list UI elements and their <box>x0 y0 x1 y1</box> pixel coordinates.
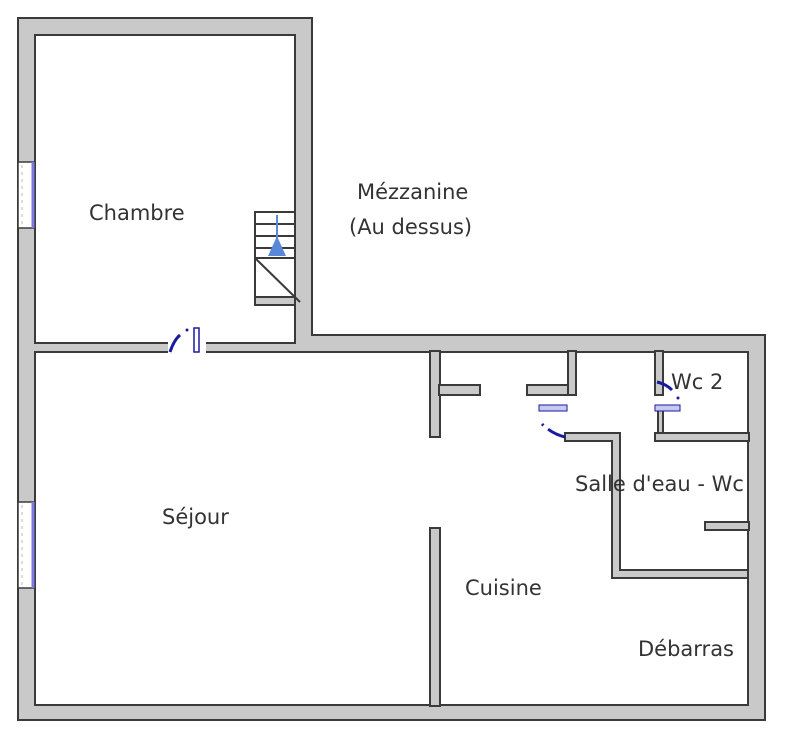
door-salle-deau <box>538 404 568 439</box>
wall-wc2-bottom <box>654 432 750 442</box>
wall-stub <box>438 384 481 396</box>
wall-sejour-cuisine-bottom <box>429 527 441 707</box>
label-debarras: Débarras <box>638 637 734 661</box>
window-sejour <box>17 501 36 589</box>
label-salle-deau: Salle d'eau - Wc <box>575 472 744 496</box>
wall-stub <box>526 384 570 396</box>
label-sejour: Séjour <box>162 505 229 529</box>
stairs-arrow-icon <box>268 236 286 256</box>
wall-bath-left-top <box>567 350 577 396</box>
door-chambre <box>168 327 206 353</box>
wall-wc2-left-lower <box>657 409 664 435</box>
label-wc2: Wc 2 <box>671 370 724 394</box>
label-cuisine: Cuisine <box>465 576 542 600</box>
label-mezzanine-note: (Au dessus) <box>349 215 473 239</box>
label-chambre: Chambre <box>89 201 185 225</box>
window-chambre <box>17 161 36 229</box>
wall-wc2-left <box>654 350 664 396</box>
label-mezzanine: Mézzanine <box>357 180 469 204</box>
wall-stub <box>704 521 750 531</box>
wall-salle-deau <box>564 432 749 579</box>
stairs <box>254 211 301 303</box>
room-sejour-cuisine <box>34 351 749 706</box>
stair-landing-wall <box>254 296 296 306</box>
door-wc2 <box>654 380 681 412</box>
room-chambre <box>34 34 296 344</box>
